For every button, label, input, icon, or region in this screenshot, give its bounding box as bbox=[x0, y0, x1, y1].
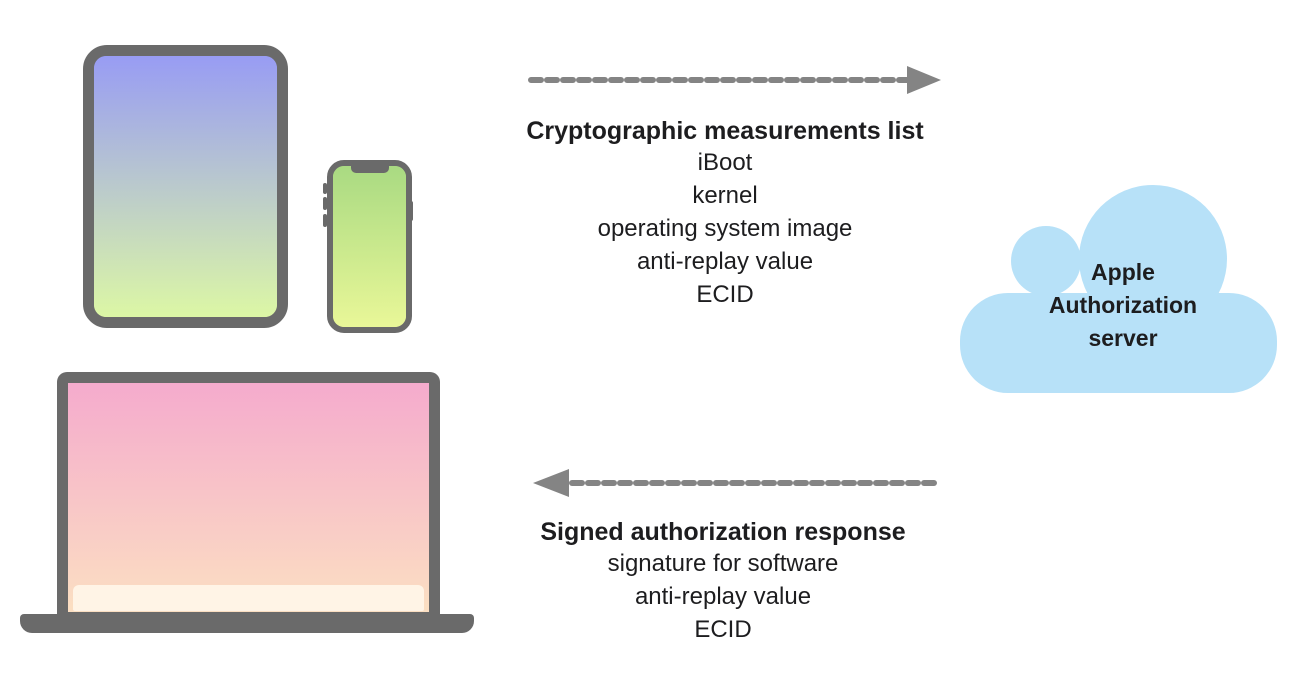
request-item: ECID bbox=[696, 281, 754, 308]
macbook-base bbox=[20, 614, 474, 633]
response-item: ECID bbox=[694, 616, 752, 643]
iphone-volume-up-button-icon bbox=[323, 197, 327, 210]
request-item: anti-replay value bbox=[636, 248, 814, 275]
request-item: operating system image bbox=[597, 215, 853, 242]
server-label-line: Apple bbox=[1091, 259, 1155, 285]
macbook-display bbox=[68, 383, 429, 612]
request-item: kernel bbox=[692, 182, 758, 209]
ipad-icon bbox=[83, 45, 288, 328]
iphone-icon bbox=[327, 160, 412, 333]
iphone-notch-icon bbox=[350, 165, 389, 173]
macbook-dock-icon bbox=[73, 585, 424, 611]
response-flow-text: Signed authorization response signature … bbox=[478, 517, 968, 646]
request-flow-text: Cryptographic measurements list iBoot ke… bbox=[480, 116, 970, 311]
response-item: anti-replay value bbox=[634, 583, 812, 610]
response-title: Signed authorization response bbox=[540, 518, 906, 546]
arrow-right-dashed-icon bbox=[528, 66, 941, 94]
iphone-volume-down-button-icon bbox=[323, 214, 327, 227]
server-label-line: Authorization bbox=[1048, 292, 1198, 318]
macbook-icon bbox=[57, 372, 440, 615]
iphone-screen bbox=[333, 166, 406, 327]
request-item: iBoot bbox=[697, 149, 753, 176]
arrow-left-dashed-icon bbox=[533, 469, 941, 497]
response-item: signature for software bbox=[607, 550, 839, 577]
server-label-line: server bbox=[1088, 325, 1158, 351]
request-title: Cryptographic measurements list bbox=[526, 117, 924, 145]
server-label: Apple Authorization server bbox=[973, 256, 1273, 355]
cloud-icon bbox=[960, 185, 1277, 393]
iphone-mute-button-icon bbox=[323, 183, 327, 194]
ipad-screen bbox=[94, 56, 277, 317]
